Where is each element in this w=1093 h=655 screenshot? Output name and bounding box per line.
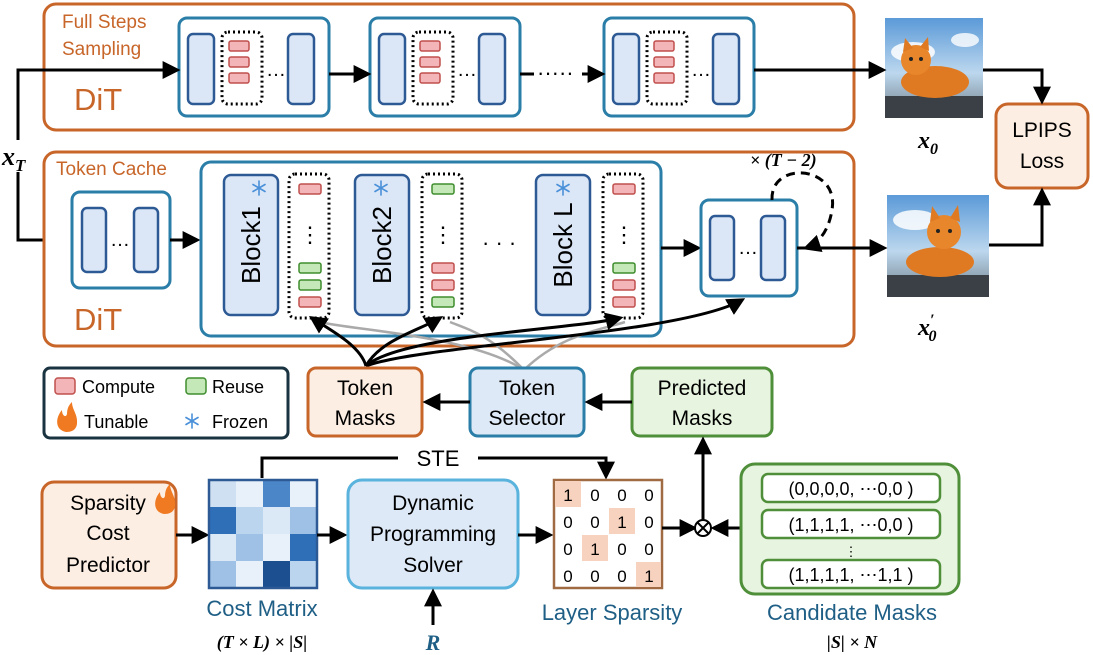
flame-icon [57, 402, 78, 432]
ls-cell: 0 [563, 513, 572, 532]
layer-sparsity-matrix: 1 0 0 0 0 0 1 0 0 1 0 0 0 0 0 1 [552, 478, 664, 590]
ls-cell: 0 [644, 513, 653, 532]
svg-text:…: … [691, 59, 711, 81]
svg-text:⋮: ⋮ [613, 222, 635, 247]
token-masks-line2: Masks [335, 407, 396, 430]
predictor-line2: Cost [86, 522, 129, 545]
predicted-masks-line1: Predicted [658, 377, 747, 400]
ls-cell: 0 [590, 486, 599, 505]
otimes-icon [694, 519, 712, 537]
ls-cell: 0 [644, 486, 653, 505]
top-dit-label: DiT [74, 82, 122, 117]
top-dit-group-1: … [177, 16, 331, 118]
token-masks-box: Token Masks [306, 366, 424, 438]
lpips-label: LPIPS [1012, 119, 1072, 142]
token-mask-arrows [309, 298, 746, 372]
output-image-x0-prime [887, 195, 989, 297]
full-steps-panel: Full Steps Sampling DiT … … [42, 2, 856, 132]
budget-r-label: R [425, 630, 441, 655]
dp-line3: Solver [403, 554, 463, 577]
ls-cell: 0 [590, 567, 599, 586]
predicted-masks-box: Predicted Masks [630, 366, 774, 438]
svg-text:…: … [457, 59, 477, 81]
block-l [534, 173, 592, 317]
candidate-masks-label: Candidate Masks [767, 600, 937, 625]
svg-text:…: … [266, 59, 286, 81]
cost-matrix [207, 478, 319, 590]
repeat-label: × (T − 2) [750, 150, 817, 171]
predictor-line3: Predictor [66, 554, 150, 577]
ls-cell: 0 [563, 540, 572, 559]
dp-line1: Dynamic [392, 492, 474, 515]
ste-label: STE [417, 446, 460, 471]
svg-text:⋮: ⋮ [299, 222, 321, 247]
legend-compute: Compute [82, 377, 155, 397]
candidate-masks-dims: |S| × N [827, 632, 878, 652]
flame-icon [155, 484, 176, 514]
svg-text:⋮: ⋮ [432, 222, 454, 247]
token-cache-panel: Token Cache DiT … Block1 ⋮ Block2 ⋮ [42, 150, 856, 348]
token-masks-line1: Token [337, 377, 393, 400]
candidate-vdots: ⋮ [845, 544, 858, 559]
ls-cell: 1 [590, 540, 599, 559]
bottom-dit-label: DiT [74, 302, 122, 337]
x0-label: x0 [917, 128, 938, 158]
candidate-row: (1,1,1,1, ⋯0,0 ) [788, 515, 913, 535]
dp-solver-box: Dynamic Programming Solver [346, 478, 520, 590]
top-dit-group-2: … [368, 16, 522, 118]
block-1 [222, 173, 280, 317]
legend-frozen: Frozen [212, 412, 268, 432]
block-1-label: Block1 [236, 206, 266, 284]
lpips-loss-box: LPIPS Loss [994, 102, 1090, 190]
ls-cell: 0 [590, 513, 599, 532]
output-image-x0 [885, 18, 983, 118]
x-t-label: xT [1, 142, 26, 175]
ls-cell: 1 [617, 513, 626, 532]
full-steps-title-2: Sampling [62, 39, 141, 60]
svg-text:·····: ····· [537, 60, 574, 85]
loss-label: Loss [1020, 150, 1064, 173]
block-l-label: Block L [548, 202, 578, 287]
predictor-line1: Sparsity [70, 492, 146, 515]
candidate-masks-box: (0,0,0,0, ⋯0,0 ) (1,1,1,1, ⋯0,0 ) ⋮ (1,1… [739, 462, 961, 596]
x0-prime-label: x′0 [917, 312, 937, 345]
cache-first-group: … [70, 190, 172, 290]
token-selector-line1: Token [499, 377, 555, 400]
block-2-label: Block2 [367, 206, 397, 284]
legend-tunable: Tunable [84, 412, 148, 432]
top-dit-group-3: … [602, 16, 756, 118]
ls-cell: 0 [617, 486, 626, 505]
svg-text:…: … [110, 229, 130, 251]
token-cache-title: Token Cache [56, 159, 167, 180]
ls-cell: 1 [563, 486, 572, 505]
full-steps-title-1: Full Steps [62, 12, 146, 33]
candidate-row: (0,0,0,0, ⋯0,0 ) [788, 479, 913, 499]
ls-cell: 1 [644, 567, 653, 586]
token-selector-box: Token Selector [468, 366, 586, 438]
ls-cell: 0 [617, 567, 626, 586]
token-selector-line2: Selector [488, 407, 565, 430]
candidate-row: (1,1,1,1, ⋯1,1 ) [788, 565, 913, 585]
block-2 [353, 173, 411, 317]
dp-line2: Programming [370, 523, 496, 546]
cache-last-group: … [699, 198, 799, 298]
ls-cell: 0 [563, 567, 572, 586]
svg-text:· · ·: · · · [482, 230, 516, 255]
layer-sparsity-label: Layer Sparsity [542, 600, 683, 625]
ls-cell: 0 [644, 540, 653, 559]
svg-text:…: … [738, 237, 758, 259]
cost-matrix-label: Cost Matrix [206, 596, 317, 621]
predicted-masks-line2: Masks [672, 407, 733, 430]
legend-reuse: Reuse [212, 377, 264, 397]
cost-matrix-dims: (T × L) × |S| [217, 632, 307, 653]
sparsity-cost-predictor-box: Sparsity Cost Predictor [40, 480, 178, 590]
ls-cell: 0 [617, 540, 626, 559]
legend: Compute Reuse Tunable Frozen [42, 366, 290, 440]
